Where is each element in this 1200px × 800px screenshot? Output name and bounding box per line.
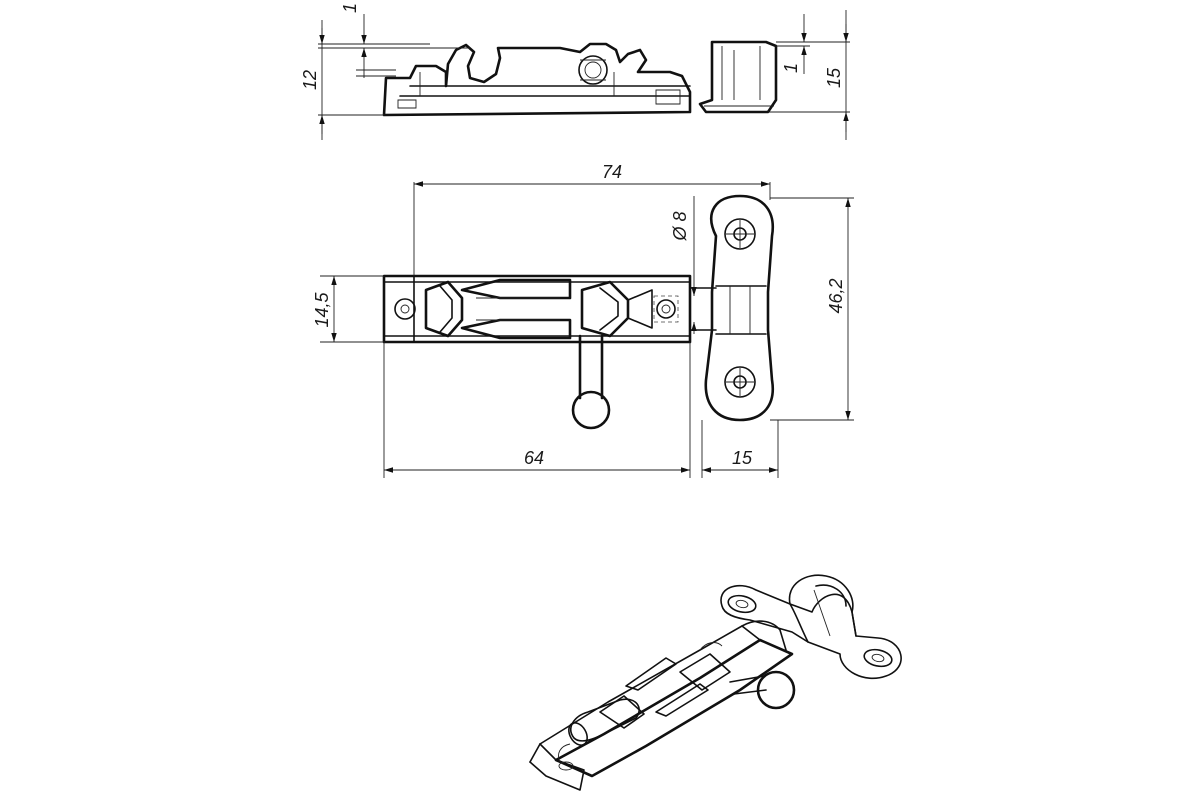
dim-side-height: 12 xyxy=(300,70,320,90)
dim-total-length: 74 xyxy=(602,162,622,182)
dim-hole-diameter: Ø 8 xyxy=(670,211,690,241)
dim-side-right-gap: 1 xyxy=(781,63,801,73)
dim-body-length: 64 xyxy=(524,448,544,468)
dim-plate-width: 15 xyxy=(732,448,753,468)
dim-bolt-width: 14,5 xyxy=(312,292,332,328)
dim-plate-height: 46,2 xyxy=(826,278,846,313)
isometric-view xyxy=(529,574,902,791)
side-view xyxy=(318,10,850,140)
dim-side-top-gap: 1 xyxy=(340,3,360,13)
dim-side-right-height: 15 xyxy=(824,67,844,88)
plan-view xyxy=(320,181,854,478)
